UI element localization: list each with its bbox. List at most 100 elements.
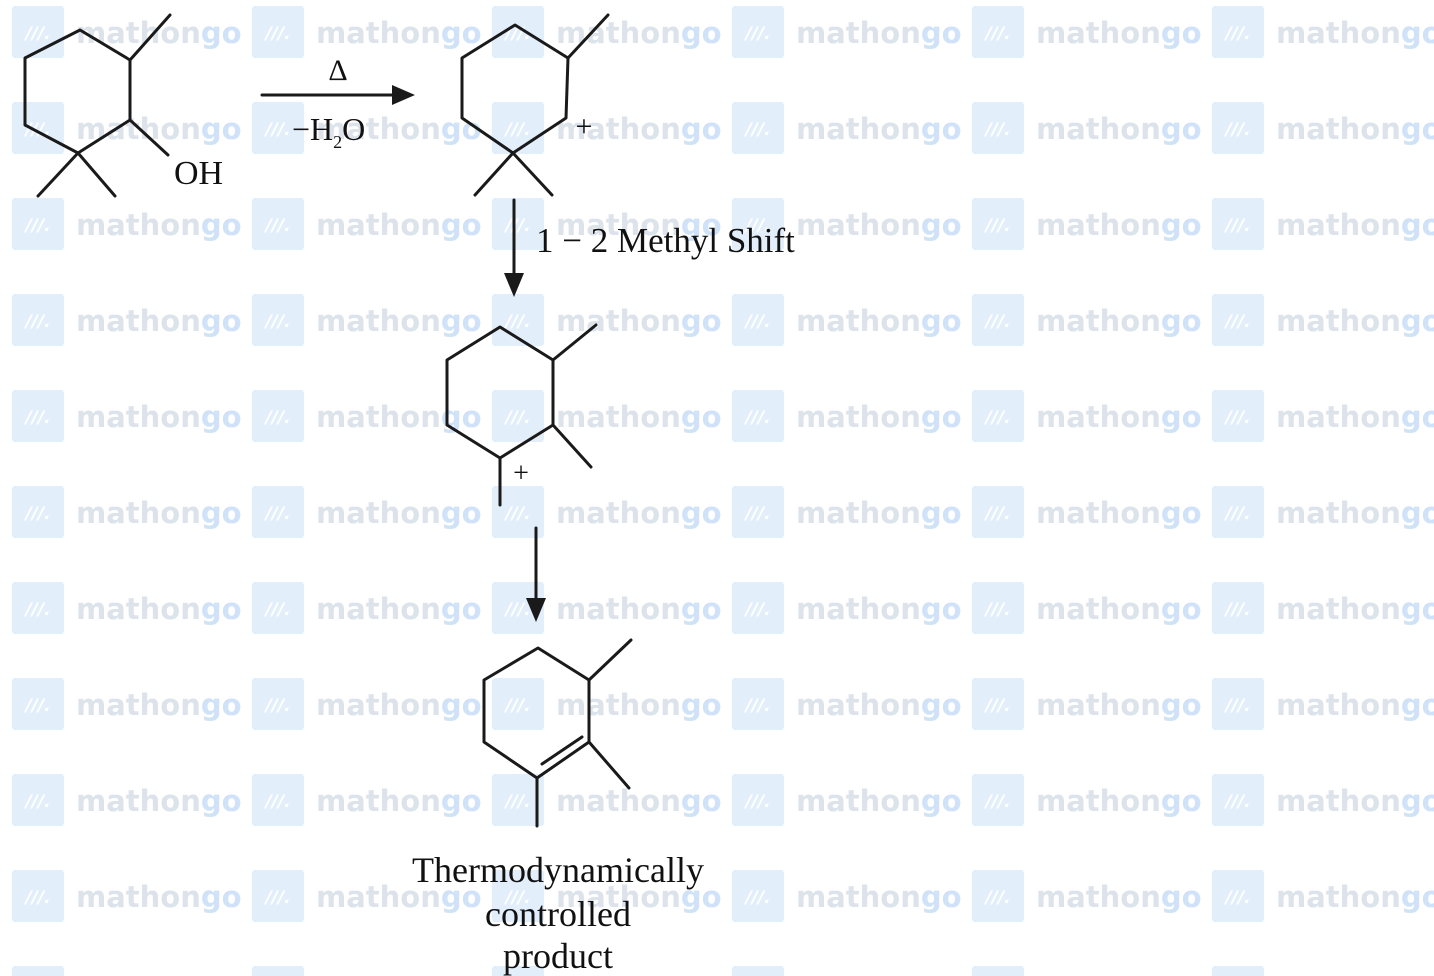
watermark-tile: ///.mathongo [252,390,482,442]
watermark-text: mathongo [1276,208,1434,242]
watermark-logo-glyph: ///. [1223,600,1250,620]
watermark-logo-icon [732,6,784,58]
product-molecule [482,638,633,828]
watermark-text: mathongo [1276,784,1434,818]
watermark-tile: ///.mathongo [1212,678,1434,730]
watermark-logo-glyph: ///. [1223,24,1250,44]
watermark-text: mathongo [796,496,962,530]
watermark-logo-glyph: ///. [1223,504,1250,524]
watermark-text: mathongo [556,496,722,530]
watermark-logo-glyph: ///. [743,696,770,716]
watermark-logo-icon [12,294,64,346]
watermark-text: mathongo [1036,208,1202,242]
watermark-logo-icon [252,294,304,346]
watermark-logo-glyph: ///. [503,120,530,140]
carbocation-1-molecule: + [460,13,610,197]
watermark-logo-glyph: ///. [983,120,1010,140]
watermark-tile: ///.mathongo [252,102,482,154]
carbocation-2-molecule: + [445,323,598,507]
watermark-tile: ///.mathongo [492,102,722,154]
watermark-logo-icon [252,966,304,976]
watermark-logo-icon [1212,390,1264,442]
watermark-tile: ///.mathongo [1212,390,1434,442]
watermark-tile: ///.mathongo [492,390,722,442]
watermark-text: mathongo [1036,784,1202,818]
watermark-logo-glyph: ///. [983,408,1010,428]
watermark-logo-glyph: ///. [983,696,1010,716]
watermark-text: mathongo [76,400,242,434]
watermark-tile: ///.mathongo [492,678,722,730]
watermark-tile: ///.mathongo [12,198,242,250]
watermark-tile: ///.mathongo [1212,486,1434,538]
watermark-tile: ///.mathongo [732,390,962,442]
watermark-logo-icon [252,678,304,730]
watermark-logo-glyph: ///. [263,24,290,44]
watermark-logo-glyph: ///. [263,792,290,812]
step1-arrow-head [392,85,415,105]
carbocation-1-methyl-right [511,151,554,197]
watermark-text: mathongo [1036,400,1202,434]
product-double-bond-inner [540,735,584,766]
watermark-text: mathongo [76,880,242,914]
watermark-logo-icon [492,870,544,922]
carbocation-2-methyl-top [551,323,598,362]
watermark-text: mathongo [556,400,722,434]
watermark-logo-icon [12,486,64,538]
watermark-tile: ///.mathongo [12,870,242,922]
watermark-logo-glyph: ///. [983,792,1010,812]
watermark-text: mathongo [76,304,242,338]
watermark-text: mathongo [1276,880,1434,914]
watermark-logo-glyph: ///. [503,312,530,332]
watermark-tile: ///.mathongo [252,678,482,730]
watermark-logo-icon [732,774,784,826]
watermark-text: mathongo [1036,592,1202,626]
step3-arrow [526,526,546,622]
watermark-text: mathongo [1036,16,1202,50]
watermark-logo-icon [492,678,544,730]
watermark-logo-glyph: ///. [743,408,770,428]
watermark-text: mathongo [316,592,482,626]
watermark-logo-icon [972,294,1024,346]
watermark-logo-icon [972,966,1024,976]
watermark-logo-icon [252,582,304,634]
watermark-logo-glyph: ///. [503,504,530,524]
watermark-logo-glyph: ///. [983,24,1010,44]
watermark-logo-glyph: ///. [263,408,290,428]
watermark-logo-icon [492,390,544,442]
watermark-tile: ///.mathongo [972,582,1202,634]
watermark-logo-glyph: ///. [983,888,1010,908]
watermark-tile: ///.mathongo [1212,102,1434,154]
watermark-text: mathongo [316,880,482,914]
watermark-tile: ///. mathongo [252,6,482,58]
watermark-logo-glyph: ///. [23,504,50,524]
watermark-text: mathongo [76,784,242,818]
watermark-logo-glyph: ///. [503,600,530,620]
watermark-text: mathongo [796,880,962,914]
step2-label: 1 − 2 Methyl Shift [536,221,795,260]
watermark-text: mathongo [316,304,482,338]
watermark-tile: ///.mathongo [1212,6,1434,58]
watermark-tile: ///.mathongo [12,6,242,58]
watermark-logo-glyph: ///. [263,504,290,524]
watermark-tile: ///.mathongo [732,774,962,826]
carbocation-1-charge: + [576,110,593,143]
reactant-methyl-right [76,151,117,198]
watermark-logo-glyph: ///. [1223,888,1250,908]
watermark-logo-icon [972,6,1024,58]
watermark-text: mathongo [556,16,722,50]
watermark-text: mathongo [556,784,722,818]
watermark-logo-glyph: ///. [23,696,50,716]
watermark-tile: ///.mathongo [732,870,962,922]
watermark-text: mathongo [1036,304,1202,338]
watermark-text: mathongo [76,592,242,626]
step1-heat-label: Δ [328,54,347,87]
watermark-text: mathongo [316,16,482,50]
watermark-logo-glyph: ///. [503,792,530,812]
watermark-tile: ///.mathongo [492,870,722,922]
watermark-logo-icon [1212,678,1264,730]
watermark-logo-glyph: ///. [23,600,50,620]
watermark-tile: ///.mathongo [972,486,1202,538]
watermark-text: mathongo [1276,112,1434,146]
product-caption-line-1: Thermodynamically [412,850,704,890]
carbocation-1-methyl-left [473,151,515,197]
